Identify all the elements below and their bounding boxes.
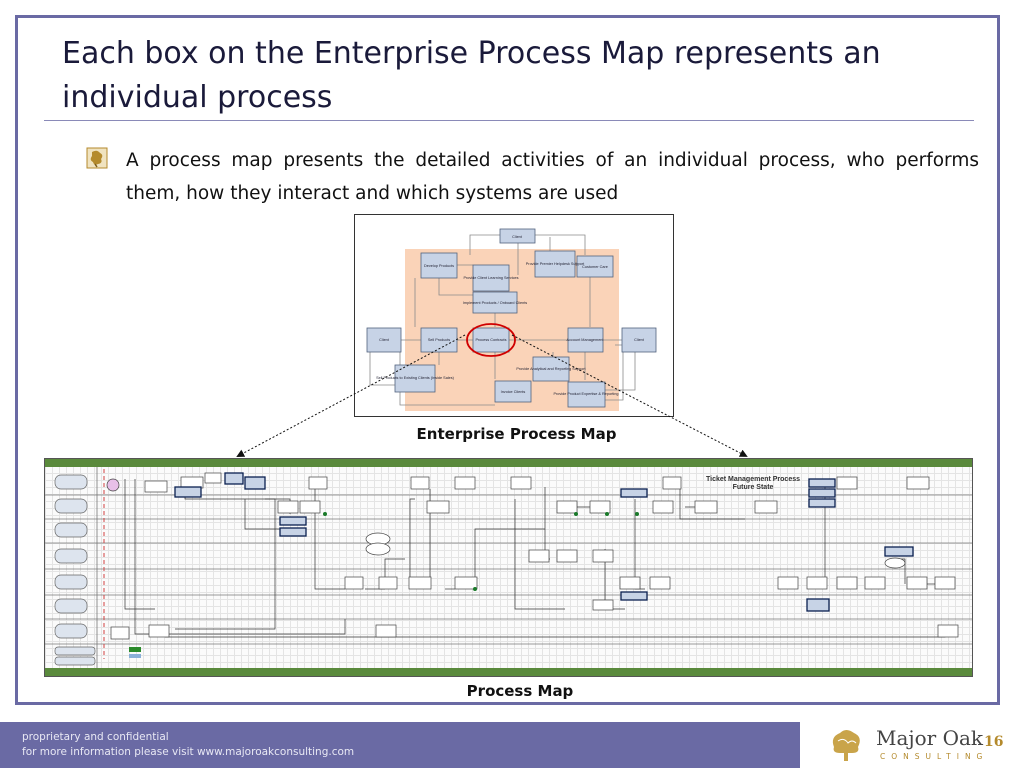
- footer-text: proprietary and confidential for more in…: [22, 730, 354, 760]
- process-map-title-line1: Ticket Management Process: [706, 476, 800, 483]
- emap-box-account-mgmt: Account Management: [567, 338, 605, 342]
- process-map-title-line2: Future State: [733, 484, 774, 491]
- emap-box-client-right: Client: [634, 338, 645, 342]
- process-map-caption: Process Map: [466, 682, 574, 700]
- slide-title: Each box on the Enterprise Process Map r…: [62, 36, 881, 115]
- enterprise-process-map: Client Develop Products Provide Client L…: [354, 214, 674, 417]
- emap-box-process-contracts: Process Contracts: [475, 338, 506, 342]
- emap-box-provide-client-learning: Provide Client Learning Services: [463, 276, 518, 280]
- bullet-text: A process map presents the detailed acti…: [126, 150, 979, 204]
- title-divider: [44, 120, 974, 121]
- emap-box-customer-care: Customer Care: [582, 265, 608, 269]
- emap-box-client-left: Client: [379, 338, 390, 342]
- oak-tree-logo-icon: [832, 730, 860, 761]
- page-number: 16: [984, 734, 1004, 750]
- emap-box-provide-premier: Provide Premier Helpdesk Support: [526, 262, 585, 266]
- emap-box-provide-analytical: Provide Analytical and Reporting Support: [516, 367, 586, 371]
- highlight-circle: [466, 323, 516, 357]
- footer-confidential: proprietary and confidential: [22, 731, 169, 743]
- process-map: Ticket Management Process Future State: [44, 458, 973, 677]
- process-map-diagram: Ticket Management Process Future State: [45, 459, 972, 676]
- emap-box-develop: Develop Products: [424, 264, 454, 268]
- oak-leaf-bullet-icon: [86, 147, 108, 169]
- footer-website[interactable]: for more information please visit www.ma…: [22, 746, 355, 758]
- emap-box-implement: Implement Products / Onboard Clients: [463, 301, 527, 305]
- enterprise-map-caption: Enterprise Process Map: [416, 425, 617, 443]
- emap-box-invoice: Invoice Clients: [501, 390, 526, 394]
- logo-name: Major Oak: [876, 726, 984, 750]
- emap-box-client-top: Client: [512, 235, 523, 239]
- emap-box-provide-product: Provide Product Expertise & Reporting: [553, 392, 618, 396]
- logo-subtitle: CONSULTING: [880, 752, 989, 761]
- emap-box-sell-products: Sell Products: [428, 338, 450, 342]
- emap-box-sell-existing: Sell Products to Existing Clients (Insid…: [376, 376, 455, 380]
